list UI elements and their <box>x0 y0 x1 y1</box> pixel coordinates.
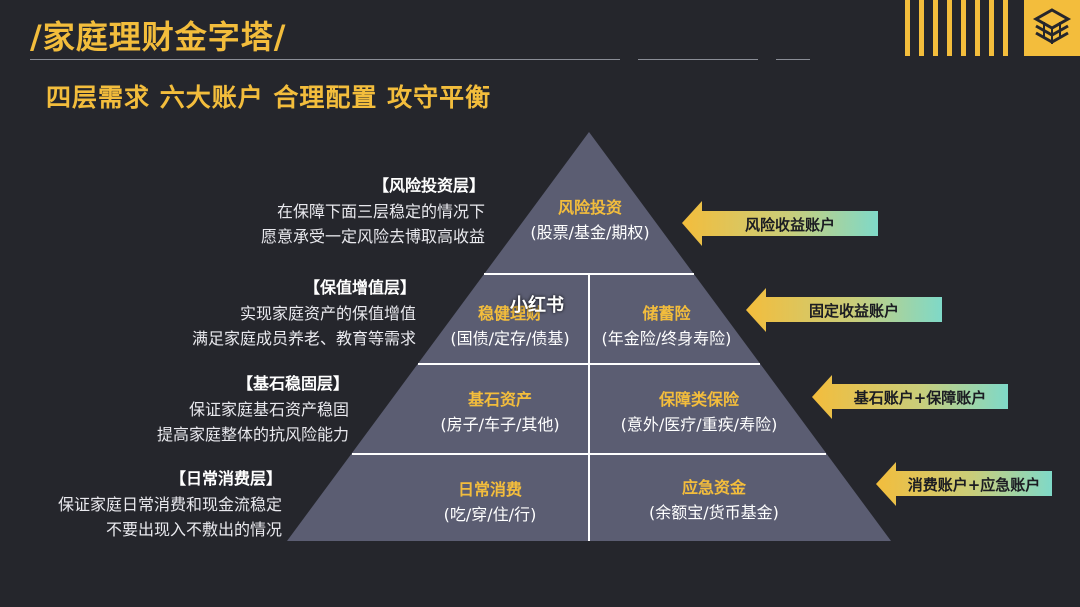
layer-description: 满足家庭成员养老、教育等需求 <box>191 329 416 348</box>
pyramid-cell-daily-consumption: 日常消费 (吃/穿/住/行) <box>390 478 590 528</box>
layer-description: 愿意承受一定风险去博取高收益 <box>260 227 485 246</box>
page-title: /家庭理财金字塔/ <box>30 18 287 56</box>
cell-detail: (房子/车子/其他) <box>440 415 560 434</box>
layer-value-preservation: 【保值增值层】 实现家庭资产的保值增值 满足家庭成员养老、教育等需求 <box>192 274 416 351</box>
pyramid-cell-risk-investment: 风险投资 (股票/基金/期权) <box>490 196 690 246</box>
pyramid-cell-stable-finance: 稳健理财 (国债/定存/债基) <box>430 302 590 352</box>
layer-foundation: 【基石稳固层】 保证家庭基石资产稳固 提高家庭整体的抗风险能力 <box>157 370 349 447</box>
account-label: 风险收益账户 <box>744 216 835 234</box>
layer-description: 保证家庭基石资产稳固 <box>188 400 349 419</box>
cell-detail: (年金险/终身寿险) <box>601 329 732 348</box>
layer-risk-investment: 【风险投资层】 在保障下面三层稳定的情况下 愿意承受一定风险去博取高收益 <box>261 172 485 249</box>
layer-description: 实现家庭资产的保值增值 <box>239 304 416 323</box>
title-divider <box>638 59 758 60</box>
account-arrow-4 <box>876 462 1052 506</box>
pyramid-cell-savings-insurance: 储蓄险 (年金险/终身寿险) <box>589 302 744 352</box>
account-arrow-3 <box>812 375 1008 419</box>
cell-name: 风险投资 <box>557 198 622 217</box>
account-label: 固定收益账户 <box>808 302 899 320</box>
account-label: 消费账户+应急账户 <box>907 476 1041 494</box>
layer-daily-consumption: 【日常消费层】 保证家庭日常消费和现金流稳定 不要出现入不敷出的情况 <box>58 465 282 542</box>
layer-title: 【基石稳固层】 <box>236 374 349 393</box>
title-divider <box>30 59 620 60</box>
cell-detail: (余额宝/货币基金) <box>649 503 779 522</box>
pyramid-dividers <box>352 273 826 541</box>
watermark: 小红书 <box>510 295 564 316</box>
layer-title: 【日常消费层】 <box>169 469 282 488</box>
account-arrow-2 <box>746 288 942 332</box>
cell-detail: (意外/医疗/重疾/寿险) <box>620 415 778 434</box>
layer-description: 不要出现入不敷出的情况 <box>105 520 282 539</box>
layer-description: 保证家庭日常消费和现金流稳定 <box>57 495 282 514</box>
cell-name: 稳健理财 <box>477 304 542 323</box>
cell-detail: (股票/基金/期权) <box>530 223 650 242</box>
cell-name: 应急资金 <box>681 478 746 497</box>
cell-name: 储蓄险 <box>642 304 691 323</box>
cell-name: 保障类保险 <box>658 390 739 409</box>
pyramid-cell-foundation-assets: 基石资产 (房子/车子/其他) <box>410 388 590 438</box>
page-subtitle: 四层需求 六大账户 合理配置 攻守平衡 <box>46 83 492 112</box>
cell-detail: (国债/定存/债基) <box>450 329 570 348</box>
cell-detail: (吃/穿/住/行) <box>443 505 537 524</box>
layer-description: 提高家庭整体的抗风险能力 <box>156 425 349 444</box>
account-arrow-1 <box>682 201 878 246</box>
pyramid-cell-protection-insurance: 保障类保险 (意外/医疗/重疾/寿险) <box>589 388 809 438</box>
pyramid-cell-emergency-funds: 应急资金 (余额宝/货币基金) <box>589 476 839 526</box>
layer-description: 在保障下面三层稳定的情况下 <box>276 202 485 221</box>
cell-name: 日常消费 <box>457 480 522 499</box>
account-label: 基石账户+保障账户 <box>853 389 987 407</box>
layer-title: 【保值增值层】 <box>303 278 416 297</box>
brand-logo-icon <box>1024 0 1080 56</box>
title-divider <box>776 59 810 60</box>
layer-title: 【风险投资层】 <box>372 176 485 195</box>
cell-name: 基石资产 <box>467 390 532 409</box>
